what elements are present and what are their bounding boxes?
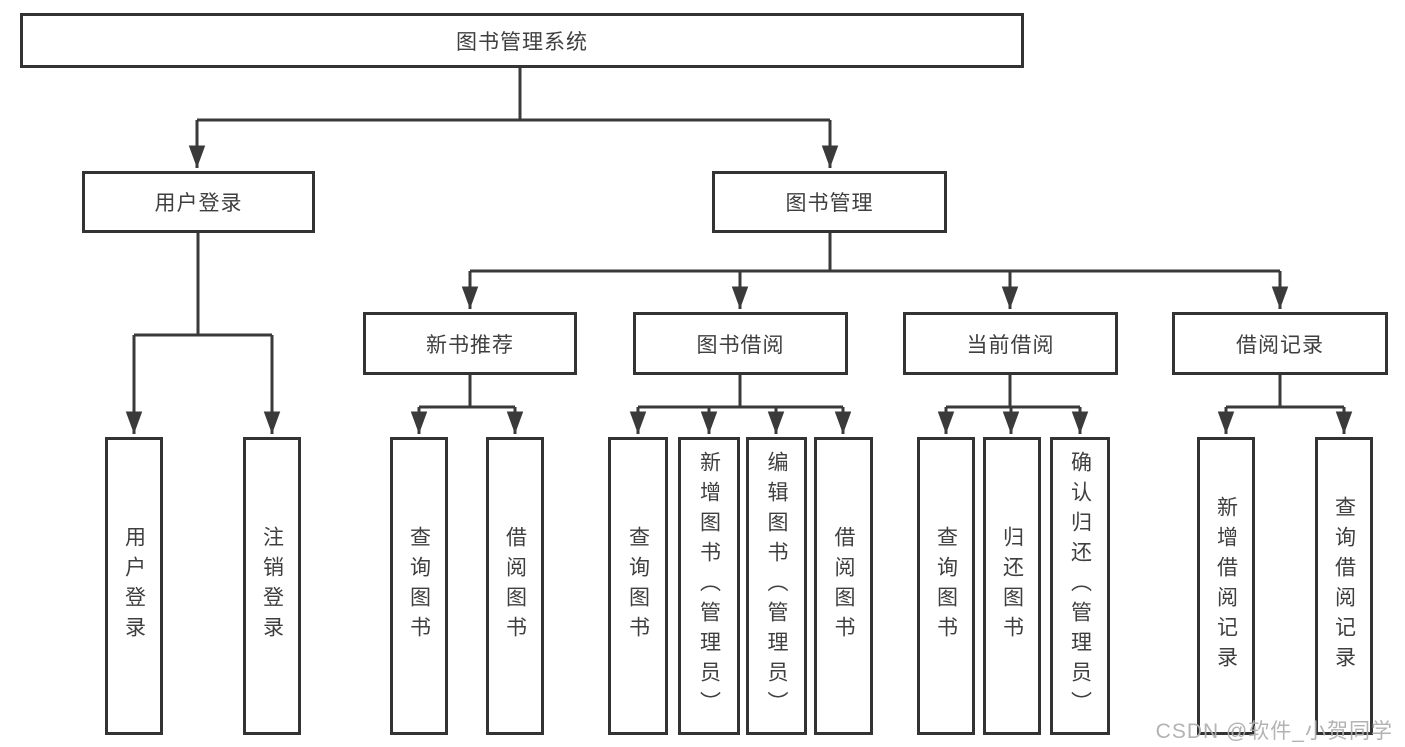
- leaf-query-books-current: 查询图书: [917, 437, 975, 735]
- csdn-watermark: CSDN @软件_小贺同学: [1155, 720, 1393, 743]
- leaf-label: 用户登录: [122, 526, 146, 646]
- leaf-label: 新增借阅记录: [1214, 496, 1238, 676]
- leaf-add-book-admin: 新增图书（管理员）: [678, 437, 740, 735]
- leaf-add-loan-record: 新增借阅记录: [1197, 437, 1255, 735]
- leaf-label: 编辑图书（管理员）: [765, 451, 788, 721]
- leaf-label: 查询图书: [626, 526, 650, 646]
- leaf-label: 查询借阅记录: [1332, 496, 1356, 676]
- leaf-user-login: 用户登录: [105, 437, 163, 735]
- leaf-label: 借阅图书: [832, 526, 855, 646]
- leaf-borrow-books: 借阅图书: [814, 437, 873, 735]
- leaf-edit-book-admin: 编辑图书（管理员）: [746, 437, 807, 735]
- node-current-loan: 当前借阅: [903, 312, 1118, 375]
- leaf-label: 新增图书（管理员）: [697, 451, 721, 721]
- node-book-management: 图书管理: [712, 171, 947, 233]
- leaf-label: 确认归还（管理员）: [1068, 451, 1092, 721]
- node-user-login: 用户登录: [82, 171, 315, 233]
- node-loan-record: 借阅记录: [1172, 312, 1388, 375]
- leaf-label: 归还图书: [1000, 526, 1024, 646]
- leaf-borrow-books-newbook: 借阅图书: [486, 437, 544, 735]
- leaf-label: 注销登录: [260, 526, 284, 646]
- leaf-confirm-return-admin: 确认归还（管理员）: [1050, 437, 1110, 735]
- leaf-query-loan-record: 查询借阅记录: [1315, 437, 1373, 735]
- leaf-query-books-borrow: 查询图书: [608, 437, 668, 735]
- leaf-label: 查询图书: [407, 526, 431, 646]
- leaf-label: 借阅图书: [503, 526, 527, 646]
- node-book-borrow: 图书借阅: [633, 312, 848, 375]
- node-new-book-recommend: 新书推荐: [363, 312, 577, 375]
- leaf-query-books-newbook: 查询图书: [390, 437, 448, 735]
- leaf-label: 查询图书: [934, 526, 958, 646]
- leaf-logout: 注销登录: [243, 437, 301, 735]
- node-system-root: 图书管理系统: [20, 13, 1024, 68]
- leaf-return-book: 归还图书: [983, 437, 1041, 735]
